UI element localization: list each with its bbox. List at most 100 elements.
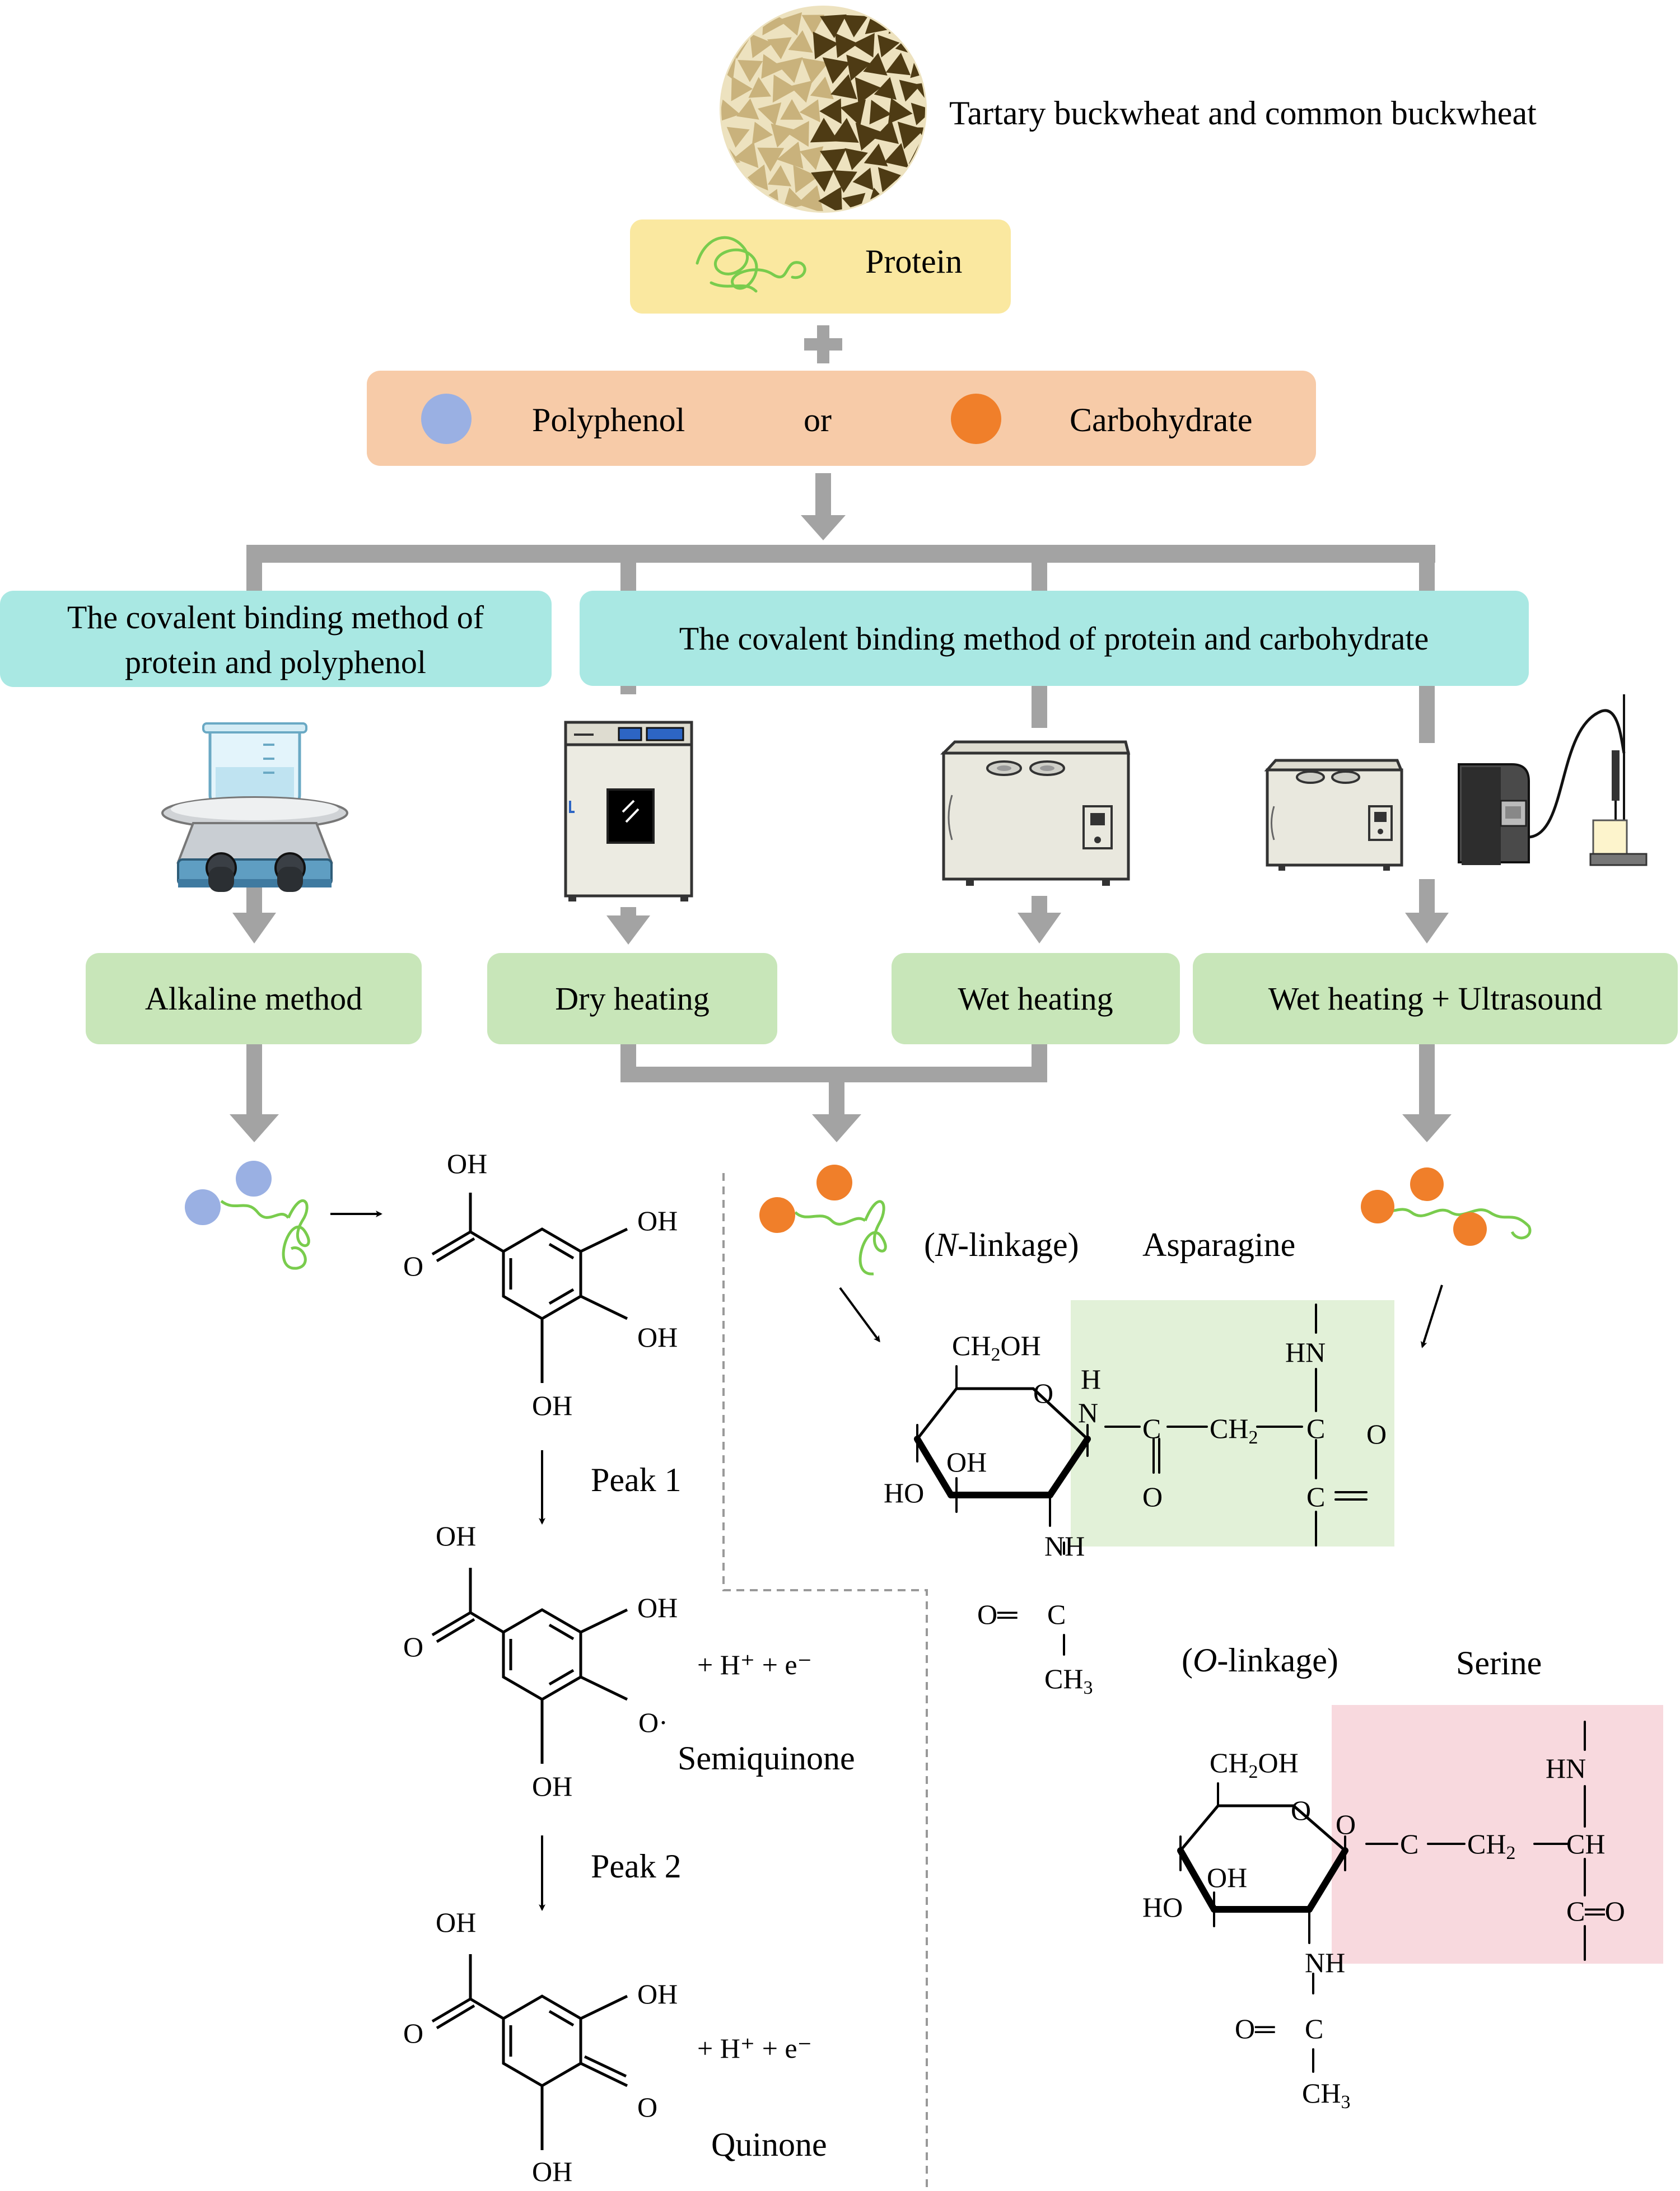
polyphenol-method-box	[0, 591, 552, 687]
reagent-box	[367, 371, 1316, 466]
buckwheat-seed	[748, 77, 772, 98]
buckwheat-seed	[721, 193, 743, 211]
o-label: O	[637, 2091, 657, 2123]
oh-label: OH	[637, 1205, 678, 1236]
buckwheat-seed	[874, 120, 899, 144]
buckwheat-seed	[830, 74, 857, 100]
protein-carbohydrate-ultrasound-conjugate-icon	[1361, 1167, 1532, 1246]
ho-label: HO	[1142, 1891, 1183, 1923]
peak2-label: Peak 2	[591, 1848, 682, 1885]
buckwheat-seed	[916, 166, 925, 190]
protein-chain-icon	[696, 236, 806, 293]
buckwheat-seed	[819, 148, 847, 173]
buckwheat-seeds-icon	[720, 6, 927, 213]
buckwheat-seed	[918, 29, 925, 54]
alkaline-box	[86, 953, 422, 1044]
buckwheat-seed	[832, 170, 857, 193]
o-linkage-label: (O-linkage)	[1182, 1642, 1338, 1679]
o-radical-label: O·	[638, 1707, 668, 1738]
buckwheat-seed	[909, 185, 925, 211]
protein-carbohydrate-conjugate-icon	[759, 1165, 887, 1276]
o-label: O	[1336, 1809, 1356, 1840]
buckwheat-seed	[788, 30, 813, 53]
buckwheat-seed	[822, 57, 851, 84]
buckwheat-seed	[726, 127, 750, 148]
protein-label: Protein	[865, 243, 962, 280]
ultrasound-probe-icon	[1264, 694, 1648, 871]
o-label: O	[403, 1250, 423, 1282]
c-label: C	[1306, 1481, 1325, 1512]
buckwheat-seed	[749, 33, 773, 58]
oh-label: OH	[637, 1978, 678, 2010]
protein-box	[630, 219, 1011, 314]
oh-label: OH	[637, 1321, 678, 1353]
source-label: Tartary buckwheat and common buckwheat	[949, 95, 1537, 132]
wet-ultrasound-box	[1193, 953, 1678, 1044]
ring-o-label: O	[1291, 1795, 1311, 1826]
ch2oh-label: CH2OH	[1210, 1747, 1299, 1782]
h-label: H	[1081, 1363, 1101, 1395]
buckwheat-seed	[778, 12, 802, 36]
buckwheat-seed	[885, 187, 911, 209]
buckwheat-seed	[820, 14, 847, 39]
buckwheat-seed	[767, 37, 792, 59]
ch2oh-label: CH2OH	[952, 1330, 1041, 1365]
carbohydrate-dot	[951, 394, 1001, 444]
n-linkage-label: (N-linkage)	[924, 1226, 1079, 1263]
or-label: or	[804, 401, 832, 438]
polyphenol-dot	[421, 394, 472, 444]
gallic-acid	[431, 1193, 628, 1383]
buckwheat-seed	[885, 53, 911, 76]
buckwheat-seed	[869, 100, 892, 125]
buckwheat-seed	[790, 80, 813, 103]
buckwheat-seed	[842, 15, 869, 38]
c-label: C	[1142, 1413, 1161, 1444]
c-label: C	[1047, 1599, 1066, 1630]
water-bath-icon	[940, 740, 1131, 886]
c-label: C	[1305, 2013, 1323, 2044]
buckwheat-seed	[721, 12, 738, 38]
buckwheat-seed	[864, 143, 888, 167]
asparagine-label: Asparagine	[1142, 1226, 1295, 1263]
polyphenol-method-title-2: protein and polyphenol	[125, 644, 426, 680]
buckwheat-seed	[767, 165, 792, 186]
carbohydrate-label: Carbohydrate	[1070, 401, 1253, 438]
buckwheat-seed	[910, 11, 925, 36]
alkaline-label: Alkaline method	[145, 980, 362, 1017]
buckwheat-seed	[752, 122, 773, 144]
buckwheat-seed	[835, 33, 858, 58]
arrow-to-n-linkage-us	[1421, 1284, 1443, 1348]
buckwheat-seed	[780, 99, 804, 120]
o-label: O	[1366, 1418, 1387, 1450]
wet-heating-label: Wet heating	[958, 980, 1113, 1017]
n-label: N	[1078, 1397, 1098, 1428]
c-label: C	[1306, 1413, 1325, 1444]
buckwheat-seed	[736, 98, 759, 120]
ch2-label: CH2	[1467, 1828, 1515, 1863]
hn-label: HN	[1546, 1753, 1586, 1784]
semiquinone-label: Semiquinone	[678, 1740, 855, 1777]
ring-o-label: O	[1033, 1377, 1053, 1409]
glcnac-ring-n	[914, 1304, 1368, 1656]
buckwheat-seed	[855, 77, 881, 105]
buckwheat-seed	[776, 57, 803, 83]
drying-oven-icon	[564, 721, 693, 901]
o-label: O	[1142, 1481, 1163, 1512]
polyphenol-method-title-1: The covalent binding method of	[67, 599, 484, 636]
buckwheat-seed	[855, 123, 883, 151]
oh-label: OH	[436, 1520, 476, 1552]
oh-label: OH	[532, 1770, 572, 1802]
buckwheat-seed	[738, 60, 763, 82]
buckwheat-seed	[852, 32, 875, 58]
oh-label: OH	[1207, 1862, 1247, 1893]
buckwheat-seed	[878, 34, 900, 58]
quinone-structure	[431, 1954, 628, 2150]
buckwheat-seed	[744, 164, 768, 191]
buckwheat-seed	[793, 165, 819, 193]
buckwheat-seed	[786, 120, 809, 147]
glcnac-ring-o	[1177, 1721, 1586, 2073]
c-label: C	[1400, 1828, 1418, 1860]
buckwheat-seed	[888, 98, 913, 124]
protein-polyphenol-conjugate-icon	[185, 1161, 310, 1270]
buckwheat-seed	[757, 147, 785, 172]
